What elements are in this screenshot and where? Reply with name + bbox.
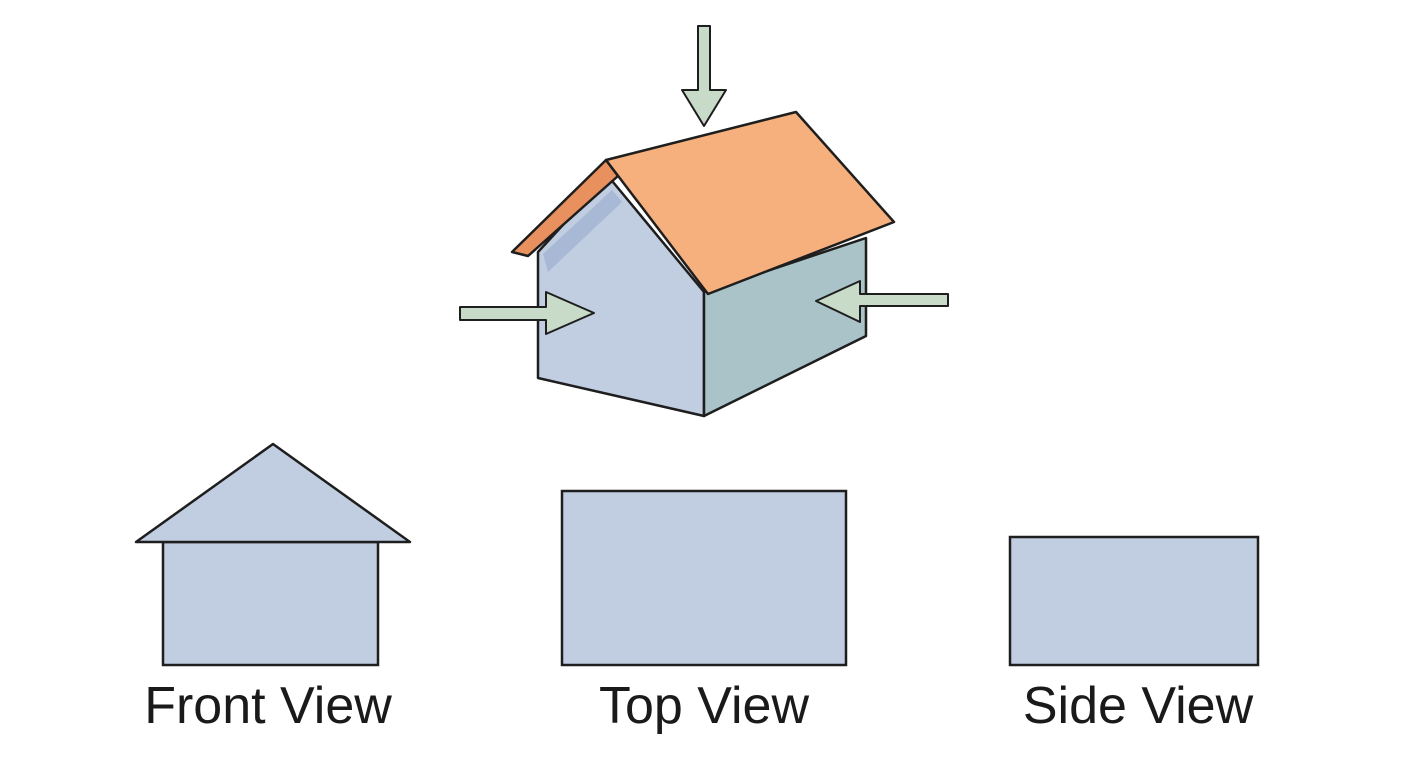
front-view-wall	[161, 540, 380, 667]
isometric-house	[510, 110, 896, 418]
side-view-label: Side View	[1022, 677, 1254, 735]
arrow-left-icon	[815, 280, 949, 323]
front-view-shape	[134, 442, 412, 667]
house-roof	[604, 110, 896, 296]
front-view-roof	[134, 442, 412, 544]
top-view-shape	[560, 489, 848, 667]
house-roof-shadow	[543, 190, 622, 272]
side-view-shape	[1008, 535, 1260, 667]
arrow-right-icon	[459, 291, 595, 335]
house-side-wall	[702, 236, 868, 418]
arrow-down-icon	[681, 25, 727, 127]
top-view-label: Top View	[598, 677, 810, 735]
front-view-label: Front View	[144, 677, 392, 735]
